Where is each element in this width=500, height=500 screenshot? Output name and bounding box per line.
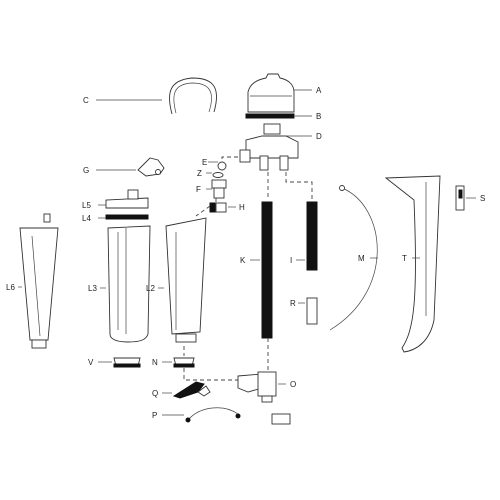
label-o: O	[290, 380, 296, 389]
part-l6-tube	[18, 213, 59, 349]
part-q-nozzle	[162, 381, 211, 399]
label-k: K	[240, 256, 246, 265]
part-o-pump	[237, 371, 286, 403]
part-f-connector	[206, 179, 227, 199]
label-r: R	[290, 299, 296, 308]
label-e: E	[202, 158, 207, 167]
label-c: C	[83, 96, 89, 105]
part-l4-ring	[105, 214, 149, 220]
label-l5: L5	[82, 201, 91, 210]
part-c-clip	[96, 77, 217, 115]
label-i: I	[290, 256, 292, 265]
label-s: S	[480, 194, 485, 203]
label-g: G	[83, 166, 89, 175]
label-h: H	[239, 203, 245, 212]
part-l5-cap	[98, 189, 149, 209]
part-h-fitting	[209, 202, 236, 213]
part-g-lever	[96, 157, 165, 177]
part-b-seal	[245, 113, 295, 119]
part-i-rod	[306, 201, 318, 271]
label-l3: L3	[88, 284, 97, 293]
connector-n-o	[183, 368, 240, 381]
part-n-base	[162, 357, 195, 368]
part-l2-tube	[158, 217, 207, 343]
label-f: F	[196, 185, 201, 194]
label-m: M	[358, 254, 365, 263]
part-k-rod	[261, 201, 273, 339]
label-b: B	[316, 112, 321, 121]
label-q: Q	[152, 389, 158, 398]
part-v-base	[98, 357, 141, 368]
part-z-oring	[212, 172, 224, 178]
part-s-clip	[455, 185, 476, 211]
part-small-block	[271, 413, 291, 425]
part-d-valve-head	[239, 123, 312, 171]
connector-d-i	[285, 172, 313, 200]
part-a-lid	[247, 73, 312, 113]
label-d: D	[316, 132, 322, 141]
part-r-cylinder	[306, 297, 318, 325]
part-t-housing	[384, 175, 441, 353]
part-e-ball	[217, 161, 227, 171]
label-l4: L4	[82, 214, 91, 223]
label-n: N	[152, 358, 158, 367]
part-m-curved-spring	[329, 185, 378, 331]
label-l6: L6	[6, 283, 15, 292]
label-p: P	[152, 411, 157, 420]
label-l2: L2	[146, 284, 155, 293]
connector-h-l2	[195, 205, 211, 217]
part-l3-cartridge	[100, 225, 151, 343]
label-a: A	[316, 86, 322, 95]
label-z: Z	[197, 169, 202, 178]
label-v: V	[88, 358, 94, 367]
label-t: T	[402, 254, 407, 263]
part-p-link	[162, 407, 241, 423]
